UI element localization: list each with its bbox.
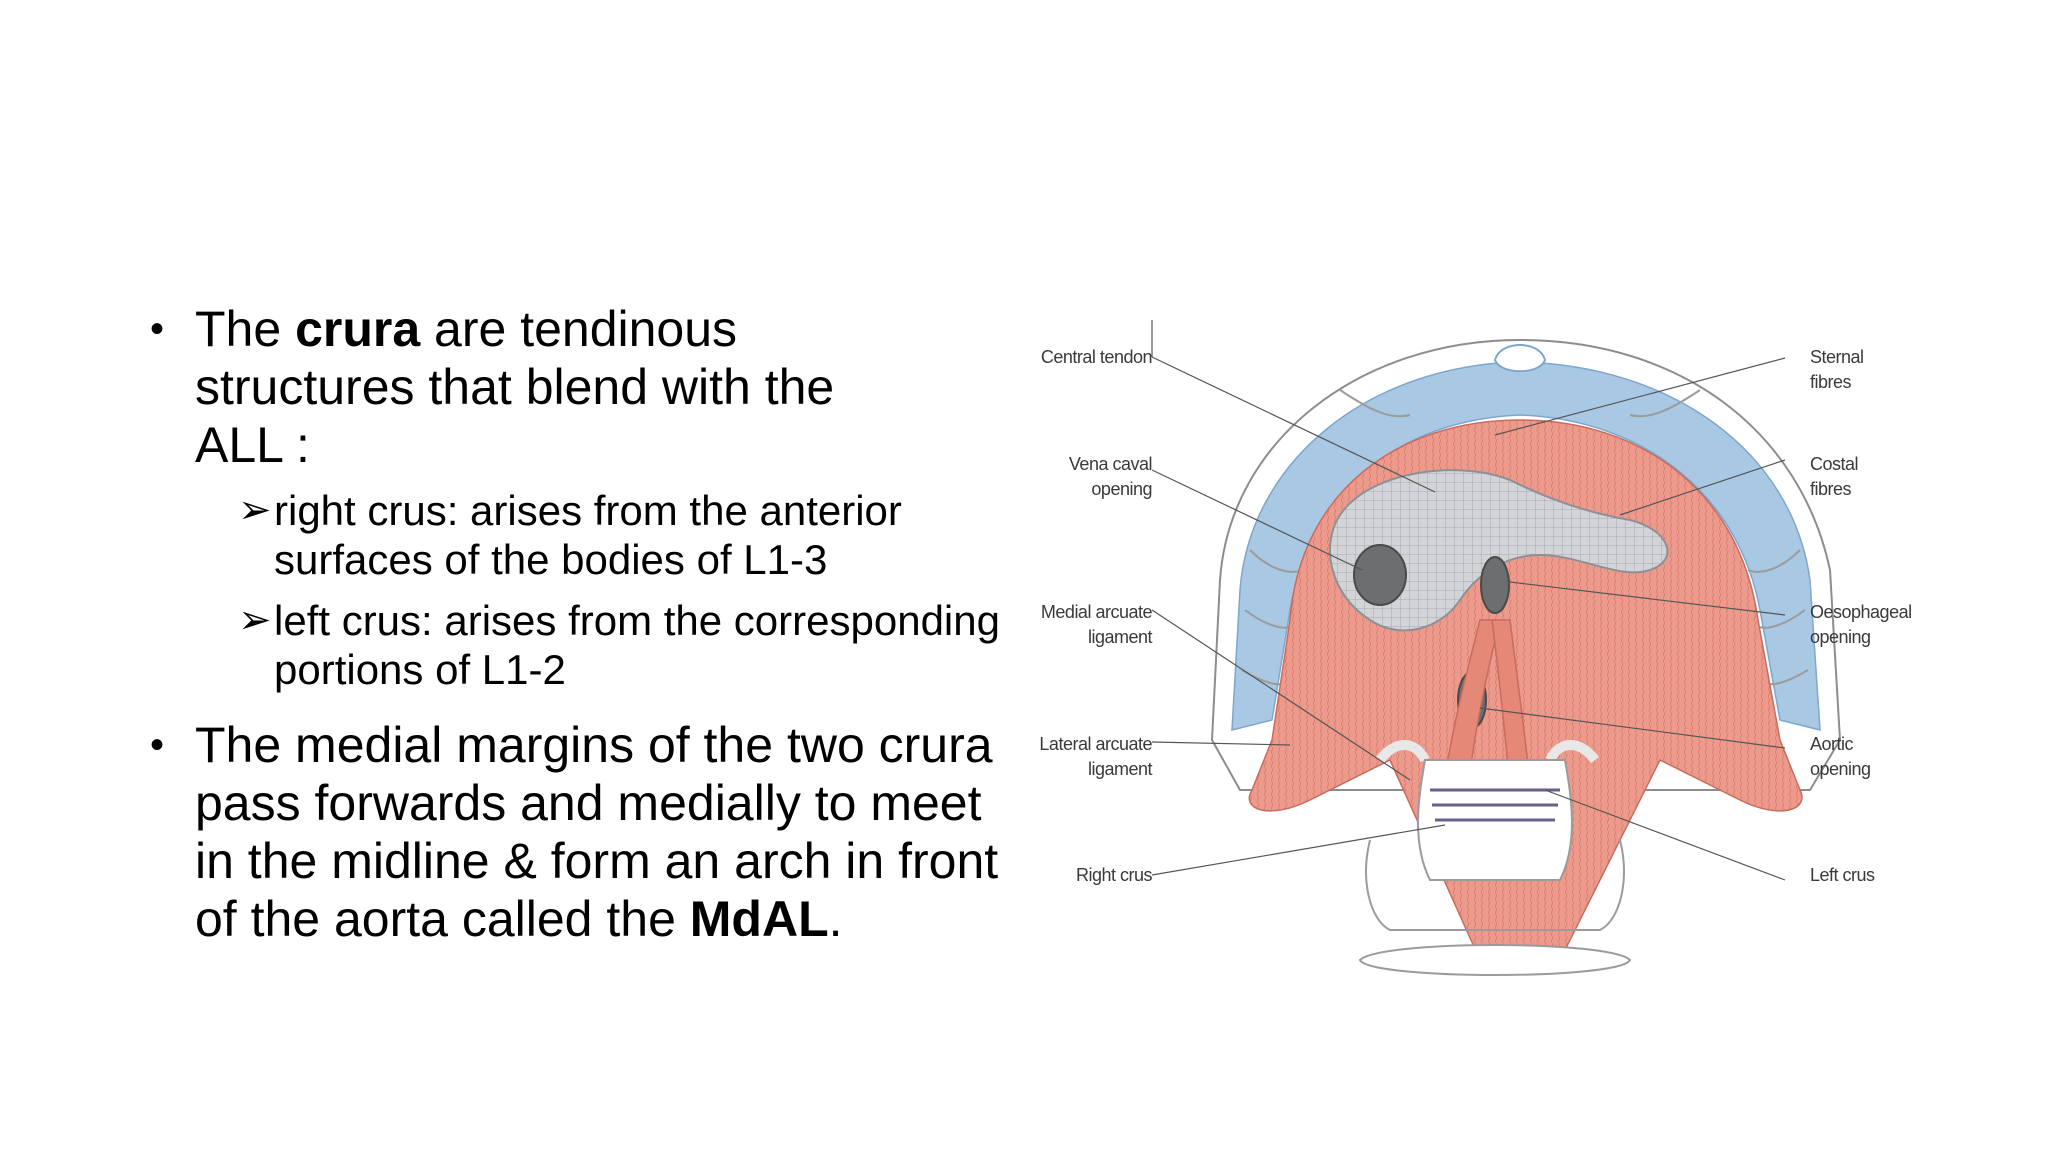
label-text: Aortic bbox=[1810, 734, 1854, 754]
vertebral-column bbox=[1358, 759, 1632, 976]
diaphragm-illustration bbox=[1151, 320, 1842, 976]
label-text: Sternal bbox=[1810, 347, 1864, 367]
bullet-text-before: The bbox=[195, 301, 296, 357]
label-sternal-fibres: Sternal fibres bbox=[1810, 345, 1950, 395]
sub-item-text: left crus: arises from the corresponding… bbox=[274, 597, 1000, 693]
bullet-text-bold: MdAL bbox=[689, 891, 829, 947]
label-text: ligament bbox=[1087, 627, 1153, 647]
bullet-text-bold: crura bbox=[295, 301, 421, 357]
sternum bbox=[1493, 344, 1547, 373]
vena-caval-opening bbox=[1353, 544, 1407, 606]
label-text: fibres bbox=[1810, 372, 1852, 392]
label-text: ligament bbox=[1087, 759, 1153, 779]
bullet-crura: • The crura are tendinous structures tha… bbox=[150, 300, 875, 474]
sub-list: ➢ right crus: arises from the anterior s… bbox=[238, 486, 1010, 694]
label-right-crus: Right crus bbox=[1012, 863, 1153, 888]
sub-item-right-crus: ➢ right crus: arises from the anterior s… bbox=[238, 486, 1014, 584]
sub-item-text: right crus: arises from the anterior sur… bbox=[274, 487, 902, 583]
text-column: • The crura are tendinous structures tha… bbox=[150, 300, 1010, 948]
arrow-bullet-icon: ➢ bbox=[238, 488, 272, 532]
sub-item-left-crus: ➢ left crus: arises from the correspondi… bbox=[238, 596, 1014, 694]
label-left-crus: Left crus bbox=[1810, 863, 1950, 888]
label-text: Medial arcuate bbox=[1040, 602, 1153, 622]
oesophageal-opening bbox=[1480, 556, 1510, 614]
label-oesophageal-opening: Oesophageal opening bbox=[1810, 600, 1970, 650]
leader-lines bbox=[1151, 320, 1786, 881]
label-text: Lateral arcuate bbox=[1039, 734, 1152, 754]
label-costal-fibres: Costal fibres bbox=[1810, 452, 1950, 502]
label-central-tendon: Central tendon bbox=[1012, 345, 1153, 370]
label-text: Costal bbox=[1810, 454, 1859, 474]
bullet-text-before: The medial margins of the two crura pass… bbox=[195, 717, 999, 947]
bullet-text-after: . bbox=[828, 891, 843, 947]
label-text: Right crus bbox=[1075, 865, 1153, 885]
label-lateral-arcuate-ligament: Lateral arcuate ligament bbox=[1012, 732, 1152, 782]
medial-arcuate-ligament-shape bbox=[1376, 740, 1430, 764]
bullet-dot-icon: • bbox=[150, 723, 165, 767]
diaphragm-figure: Central tendon Vena caval opening Medial… bbox=[1039, 320, 2048, 1152]
bullet-dot-icon: • bbox=[150, 307, 165, 351]
label-aortic-opening: Aortic opening bbox=[1810, 732, 1950, 782]
label-text: fibres bbox=[1810, 479, 1852, 499]
central-tendon bbox=[1329, 469, 1669, 632]
label-vena-caval-opening: Vena caval opening bbox=[1012, 452, 1153, 502]
label-text: Oesophageal bbox=[1810, 602, 1912, 622]
label-text: opening bbox=[1810, 627, 1871, 647]
bullet-text-after: are tendinous structures that blend with… bbox=[195, 301, 835, 473]
label-text: opening bbox=[1091, 479, 1152, 499]
label-text: opening bbox=[1810, 759, 1871, 779]
label-medial-arcuate-ligament: Medial arcuate ligament bbox=[1012, 600, 1153, 650]
bullet-medial-margins: • The medial margins of the two crura pa… bbox=[150, 716, 1005, 948]
label-text: Central tendon bbox=[1040, 347, 1153, 367]
label-text: Left crus bbox=[1810, 865, 1875, 885]
label-text: Vena caval bbox=[1068, 454, 1153, 474]
arrow-bullet-icon: ➢ bbox=[238, 598, 272, 642]
